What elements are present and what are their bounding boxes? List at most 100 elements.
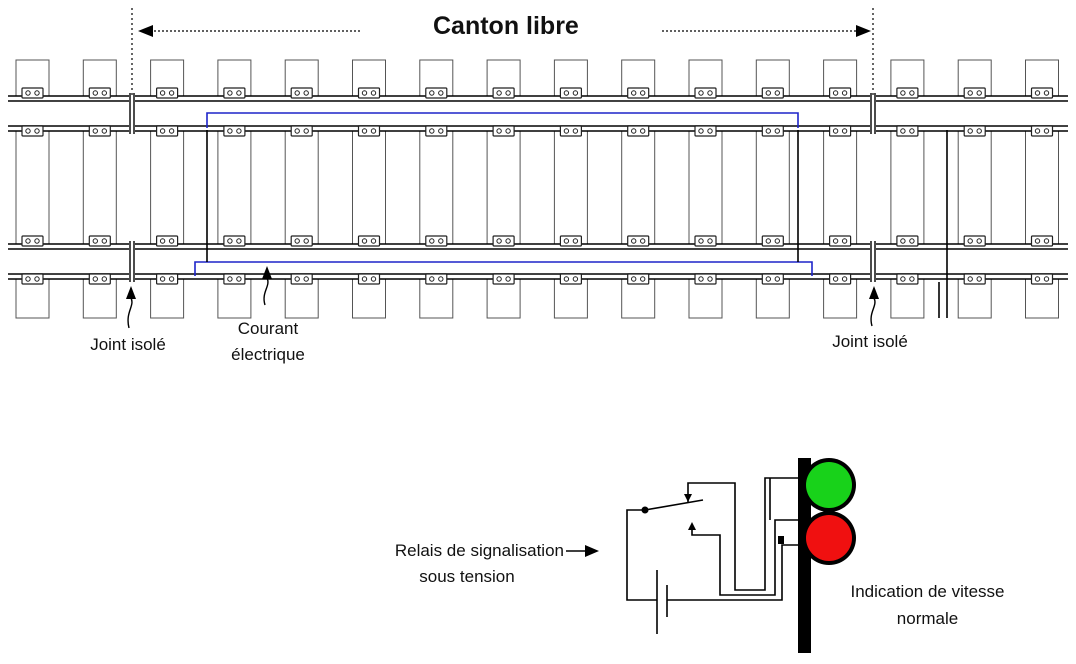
pointer-current xyxy=(263,277,269,306)
clip-bolt xyxy=(765,238,771,244)
clip-bolt xyxy=(370,90,377,96)
clip-bolt xyxy=(765,90,771,96)
clip-bolt xyxy=(631,90,637,96)
signal-relay-circuit xyxy=(566,477,800,634)
clip-bolt xyxy=(1034,128,1041,134)
rail-clip xyxy=(963,125,986,137)
rail-clip xyxy=(223,125,246,137)
diagram-title: Canton libre xyxy=(433,12,579,40)
rail-clip xyxy=(357,125,381,137)
clip-bolt xyxy=(370,128,377,134)
clip-bolt xyxy=(572,276,579,282)
rail-clip xyxy=(88,87,111,99)
rail-clip xyxy=(559,87,583,99)
relay-contact-arm xyxy=(644,499,704,511)
rail-clip xyxy=(223,273,246,285)
clip-bolt xyxy=(832,128,839,134)
clip-bolt xyxy=(841,128,848,134)
clip-bolt xyxy=(92,276,99,282)
rail-clip xyxy=(290,235,313,247)
relay-wire xyxy=(667,544,800,601)
rail-clip xyxy=(761,87,784,99)
block-extent-markers xyxy=(131,8,874,96)
clip-bolt xyxy=(967,276,973,282)
clip-bolt xyxy=(92,90,99,96)
clip-bolt xyxy=(563,238,570,244)
clip-bolt xyxy=(765,276,771,282)
clip-bolt xyxy=(361,238,368,244)
clip-bolt xyxy=(361,276,368,282)
clip-bolt xyxy=(505,238,511,244)
rail-clip xyxy=(1030,87,1054,99)
clip-bolt xyxy=(707,128,713,134)
relay-contact-bottom xyxy=(688,522,696,530)
clip-bolt xyxy=(967,128,973,134)
clip-bolt xyxy=(1034,90,1041,96)
rail-clip xyxy=(627,235,650,247)
clip-bolt xyxy=(707,276,713,282)
clip-bolt xyxy=(168,128,175,134)
green-light xyxy=(806,462,852,508)
joint-gap xyxy=(870,93,876,134)
relay-label-line1: Relais de signalisation xyxy=(394,541,564,560)
clip-bolt xyxy=(159,276,166,282)
rail-clip xyxy=(694,273,717,285)
joint-label-left: Joint isolé xyxy=(90,335,166,354)
clip-bolt xyxy=(92,238,99,244)
clip-bolt xyxy=(496,90,502,96)
clip-bolt xyxy=(640,276,646,282)
clip-bolt xyxy=(631,238,637,244)
clip-bolt xyxy=(294,128,300,134)
rail-clip xyxy=(559,125,583,137)
clip-bolt xyxy=(294,238,300,244)
clip-bolt xyxy=(25,128,31,134)
clip-bolt xyxy=(640,238,646,244)
clip-bolt xyxy=(976,276,982,282)
rail-clip xyxy=(21,273,44,285)
clip-bolt xyxy=(909,276,915,282)
clip-bolt xyxy=(438,128,444,134)
rail-clip xyxy=(21,125,44,137)
clip-bolt xyxy=(832,238,839,244)
rail-clip xyxy=(896,273,919,285)
rail-clip xyxy=(21,235,44,247)
clip-bolt xyxy=(563,128,570,134)
clip-bolt xyxy=(774,276,780,282)
rail-clip xyxy=(627,125,650,137)
rail-clip xyxy=(290,273,313,285)
clip-bolt xyxy=(227,90,233,96)
clip-bolt xyxy=(1043,128,1050,134)
clip-bolt xyxy=(909,128,915,134)
rail-clip xyxy=(761,125,784,137)
clip-bolt xyxy=(236,128,242,134)
rail-clip xyxy=(156,87,179,99)
clip-bolt xyxy=(900,276,906,282)
relay-label-arrowhead xyxy=(585,545,599,557)
clip-bolt xyxy=(832,90,839,96)
pointer-joint-left-head xyxy=(126,286,136,299)
rail-clip xyxy=(1030,235,1054,247)
clip-bolt xyxy=(496,128,502,134)
rail-clip xyxy=(492,125,515,137)
clip-bolt xyxy=(101,238,108,244)
relay-label-line2: sous tension xyxy=(419,567,515,586)
clip-bolt xyxy=(698,238,704,244)
relay-contact-top xyxy=(684,494,692,502)
red-light xyxy=(806,515,852,561)
clip-bolt xyxy=(101,128,108,134)
clip-bolt xyxy=(698,90,704,96)
rail-clip xyxy=(88,125,111,137)
clip-bolt xyxy=(505,128,511,134)
clip-bolt xyxy=(900,90,906,96)
clip-bolt xyxy=(841,90,848,96)
rail-fasteners xyxy=(21,87,1054,285)
rail-clip xyxy=(88,273,111,285)
clip-bolt xyxy=(168,90,175,96)
clip-bolt xyxy=(361,90,368,96)
clip-bolt xyxy=(774,128,780,134)
clip-bolt xyxy=(159,238,166,244)
clip-bolt xyxy=(1034,238,1041,244)
clip-bolt xyxy=(707,238,713,244)
rail-clip xyxy=(492,273,515,285)
clip-bolt xyxy=(563,90,570,96)
